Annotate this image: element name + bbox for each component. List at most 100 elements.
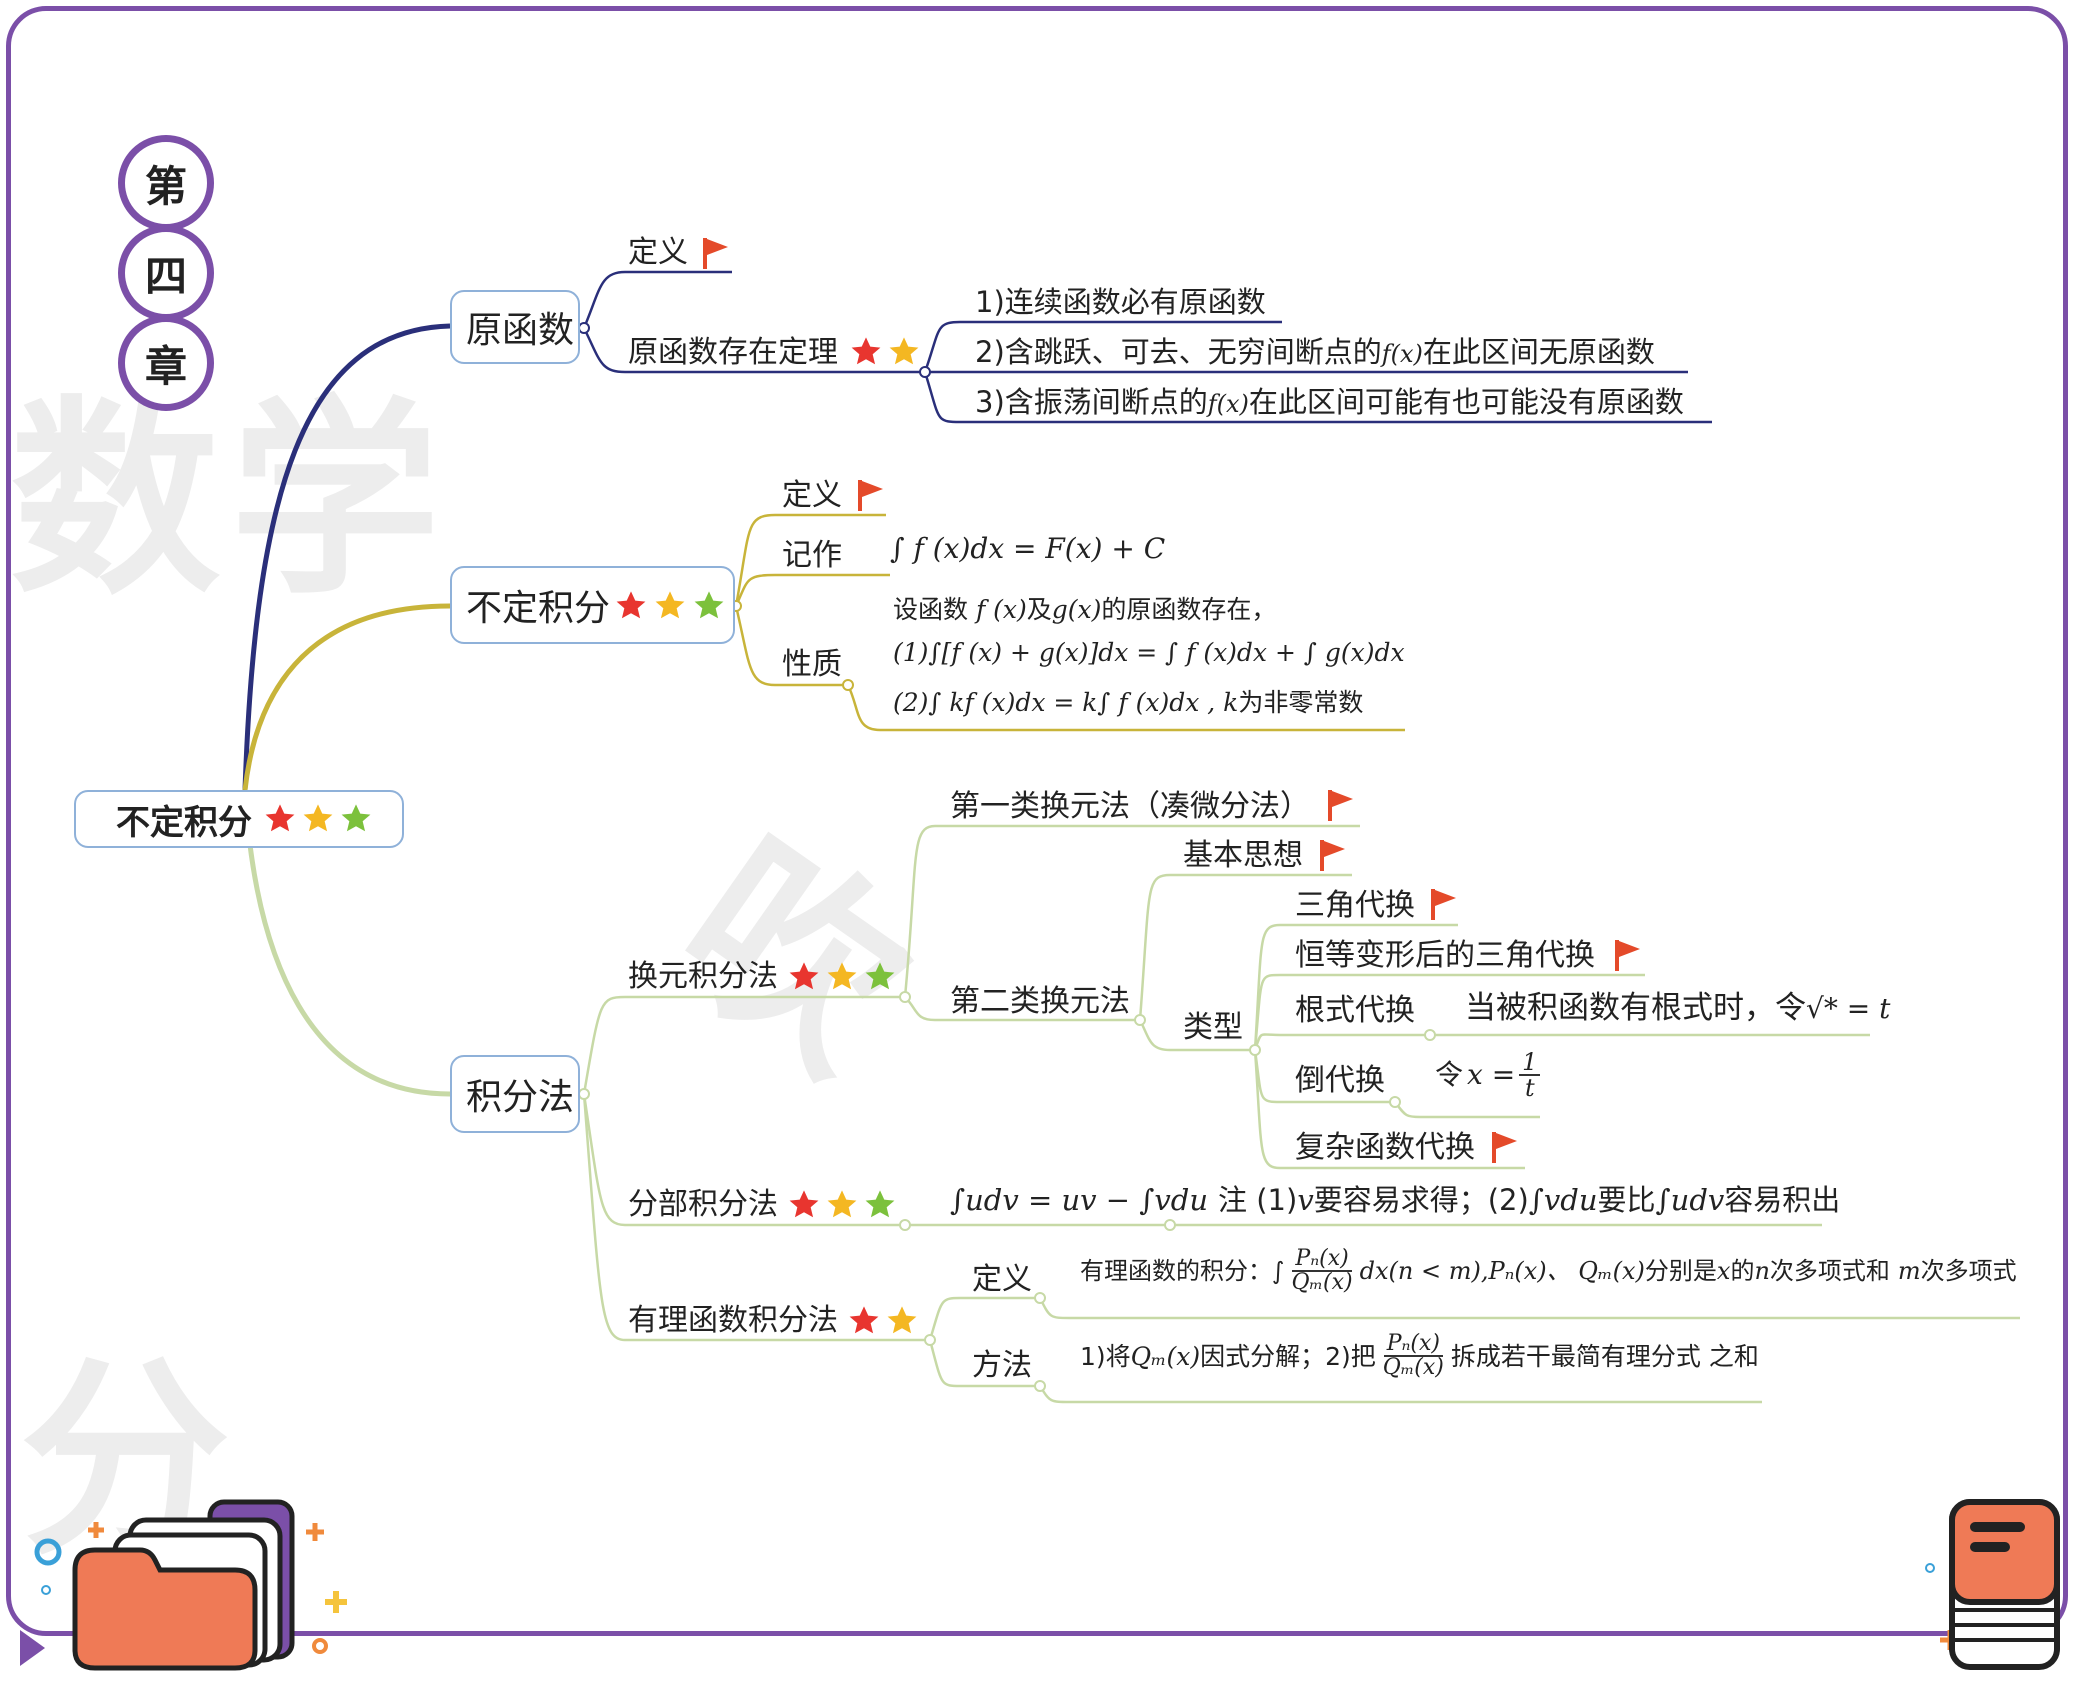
note-v: v [1297, 1183, 1314, 1217]
b2-notation[interactable]: 记作 [782, 538, 842, 573]
star-yellow-icon [827, 962, 857, 990]
m-b: 因式分解；2)把 [1200, 1341, 1376, 1371]
b1-definition[interactable]: 定义 [628, 235, 688, 270]
type-label[interactable]: 类型 [1183, 1010, 1243, 1045]
star-yellow-icon [887, 1306, 917, 1334]
property-line-2: (2)∫ kf (x)dx = k∫ f (x)dx , k为非零常数 [893, 690, 1363, 715]
star-yellow-icon [655, 591, 685, 619]
chapter-char-3: 章 [118, 315, 214, 411]
watermark-char-2: 学 [230, 378, 441, 623]
type-trig-transformed[interactable]: 恒等变形后的三角代换 [1295, 938, 1595, 973]
type-reciprocal[interactable]: 倒代换 [1295, 1063, 1385, 1098]
radical-desc-text: 当被积函数有根式时，令 [1465, 990, 1806, 1026]
flag-icon [1328, 790, 1353, 821]
flag-icon [1615, 940, 1640, 971]
star-yellow-icon [889, 337, 919, 365]
b2-definition[interactable]: 定义 [782, 478, 842, 513]
m-num: Pₙ(x) [1383, 1333, 1443, 1357]
note-vdu: ∫vdu [1528, 1183, 1598, 1217]
reciprocal-num: 1 [1519, 1050, 1541, 1076]
radical-formula: √* = t [1806, 992, 1891, 1025]
notation-formula: ∫ f (x)dx = F(x) + C [890, 532, 1166, 565]
star-yellow-icon [827, 1190, 857, 1218]
type-trig[interactable]: 三角代换 [1295, 888, 1415, 923]
integration-methods-label: 积分法 [466, 1077, 575, 1118]
theorem-item-1: 1)连续函数必有原函数 [975, 285, 1266, 319]
p2-formula: (2)∫ kf (x)dx = k∫ f (x)dx , k [893, 688, 1239, 717]
chapter-char-1: 第 [118, 135, 214, 231]
basic-idea[interactable]: 基本思想 [1183, 838, 1303, 873]
def-num: Pₙ(x) [1292, 1248, 1352, 1272]
notebook-icon [1925, 1499, 2060, 1670]
star-green-icon [865, 1190, 895, 1218]
m-q: Qₘ(x) [1130, 1341, 1201, 1371]
item-2-text-a: 2)含跳跃、可去、无穷间断点的 [975, 335, 1382, 369]
node-integration-methods[interactable]: 积分法 [450, 1055, 580, 1133]
first-substitution[interactable]: 第一类换元法（凑微分法） [950, 789, 1310, 824]
b2-property[interactable]: 性质 [782, 647, 842, 682]
star-red-icon [616, 591, 646, 619]
m-den: Qₘ(x) [1382, 1355, 1444, 1380]
def-n: n [1754, 1257, 1770, 1285]
parts-note: 注 (1)v要容易求得；(2)∫vdu要比∫udv容易积出 [1218, 1186, 1840, 1215]
def-b: dx(n < m), [1359, 1257, 1489, 1285]
def-f: 次多项式和 [1769, 1257, 1890, 1285]
root-label: 不定积分 [116, 802, 252, 843]
note-b: 要容易求得；(2) [1313, 1183, 1529, 1217]
type-radical[interactable]: 根式代换 [1295, 993, 1415, 1028]
m-c: 拆成若干最简有理分式 之和 [1450, 1341, 1759, 1371]
property-line-1: (1)∫[f (x) + g(x)]dx = ∫ f (x)dx + ∫ g(x… [893, 638, 1405, 667]
note-c: 要比 [1597, 1183, 1656, 1217]
type-complex[interactable]: 复杂函数代换 [1295, 1130, 1475, 1165]
star-red-icon [789, 1190, 819, 1218]
p0-and: 及 [1026, 595, 1052, 624]
item-2-fx: f(x) [1381, 340, 1423, 368]
parts-formula: ∫udv = uv − ∫vdu [950, 1183, 1208, 1217]
reciprocal-description: 令 x = 1 t [1435, 1050, 1544, 1100]
indefinite-integral-label: 不定积分 [466, 588, 611, 629]
note-udv: ∫udv [1655, 1183, 1725, 1217]
def-fraction: Pₙ(x) Qₘ(x) [1289, 1248, 1356, 1294]
def-g: 次多项式 [1920, 1257, 2017, 1285]
reciprocal-fraction: 1 t [1519, 1050, 1541, 1100]
rational-def-text: 有理函数的积分：∫ Pₙ(x) Qₘ(x) dx(n < m), Pₙ(x)、 … [1080, 1248, 2017, 1294]
reciprocal-x: x = [1467, 1058, 1516, 1091]
b1-existence-theorem[interactable]: 原函数存在定理 [628, 335, 838, 370]
primitive-function-label: 原函数 [466, 310, 575, 351]
p0-gx: g(x) [1051, 595, 1102, 624]
def-d: 分别是 [1644, 1257, 1717, 1285]
def-den: Qₘ(x) [1291, 1270, 1353, 1295]
parts-label[interactable]: 分部积分法 [628, 1187, 778, 1222]
node-indefinite-integral[interactable]: 不定积分 [450, 566, 735, 644]
item-3-fx: f(x) [1207, 390, 1249, 418]
flag-icon [703, 238, 728, 269]
star-red-icon [265, 804, 295, 832]
def-m: m [1897, 1257, 1921, 1285]
method-fraction: Pₙ(x) Qₘ(x) [1380, 1333, 1447, 1379]
flag-icon [1320, 840, 1345, 871]
item-3-text-a: 3)含振荡间断点的 [975, 385, 1208, 419]
theorem-item-2: 2)含跳跃、可去、无穷间断点的f(x)在此区间无原函数 [975, 338, 1655, 367]
folder-icon [20, 1499, 347, 1671]
def-x: x [1716, 1257, 1731, 1285]
flag-icon [858, 480, 883, 511]
chapter-char-2: 四 [118, 225, 214, 321]
watermark-char-1: 数 [10, 378, 221, 623]
rational-method[interactable]: 方法 [972, 1348, 1032, 1383]
radical-description: 当被积函数有根式时，令√* = t [1465, 993, 1890, 1024]
rational-label[interactable]: 有理函数积分法 [628, 1303, 838, 1338]
property-line-0: 设函数 f (x)及g(x)的原函数存在， [893, 597, 1276, 622]
rational-definition[interactable]: 定义 [972, 1262, 1032, 1297]
star-green-icon [865, 962, 895, 990]
substitution-label[interactable]: 换元积分法 [628, 959, 778, 994]
node-primitive-function[interactable]: 原函数 [450, 290, 580, 364]
flag-icon [1431, 889, 1456, 920]
star-red-icon [851, 337, 881, 365]
second-substitution[interactable]: 第二类换元法 [950, 984, 1130, 1019]
star-red-icon [789, 962, 819, 990]
p0-fx: f (x) [975, 595, 1027, 624]
def-a: 有理函数的积分：∫ [1080, 1257, 1285, 1285]
item-3-text-b: 在此区间可能有也可能没有原函数 [1248, 385, 1684, 419]
star-green-icon [694, 591, 724, 619]
